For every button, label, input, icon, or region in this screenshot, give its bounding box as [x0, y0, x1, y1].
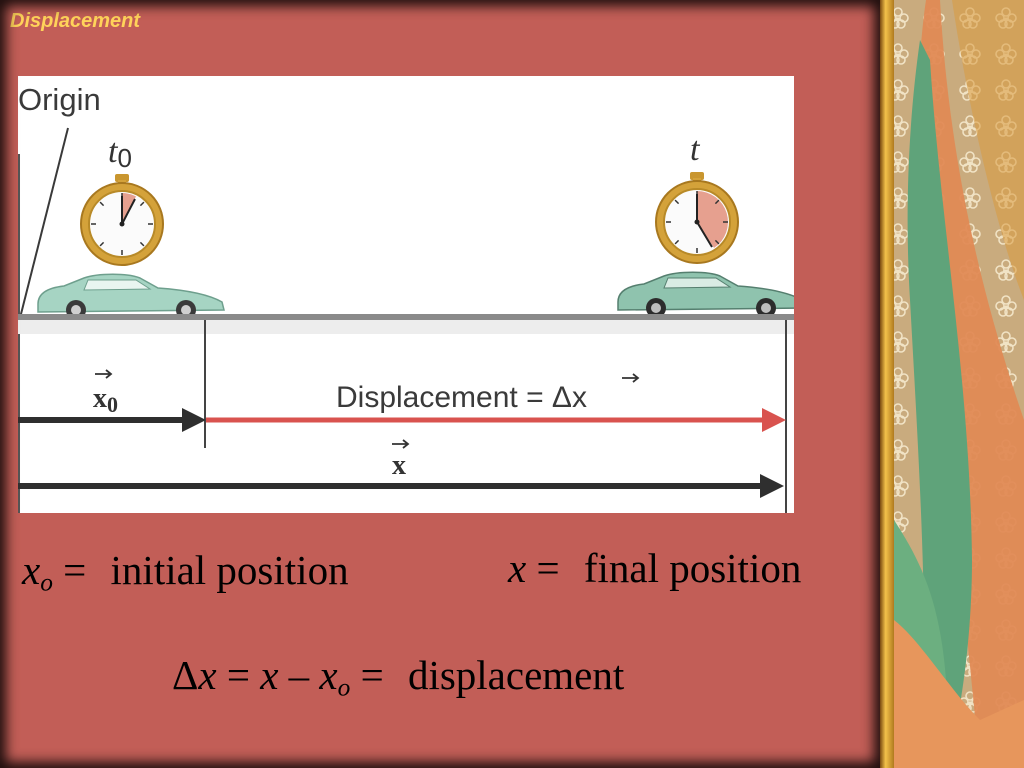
- displacement-arrowhead: [762, 408, 786, 432]
- eq-sub-o: o: [337, 673, 351, 702]
- x0-vector-arrow-icon: [95, 369, 113, 379]
- initial-position-arrowhead: [182, 408, 206, 432]
- eq-equals: =: [63, 547, 87, 593]
- origin-pointer-line: [19, 127, 69, 319]
- eq-final-text: final position: [583, 545, 802, 591]
- eq-var-x: x: [260, 652, 279, 698]
- t0-label: t0: [108, 133, 132, 173]
- equation-displacement: Δx = x – xo = displacement: [172, 651, 624, 702]
- decorative-panel: [880, 0, 1024, 768]
- eq-equals: =: [226, 652, 250, 698]
- stopwatch-start-icon: [80, 174, 164, 266]
- origin-label: Origin: [18, 82, 101, 117]
- eq-sub-o: o: [40, 568, 53, 597]
- eq-var-x: x: [508, 545, 527, 591]
- eq-equals: =: [360, 652, 384, 698]
- displacement-label: Displacement = Δx: [336, 381, 587, 414]
- eq-var-x: x: [319, 652, 338, 698]
- equation-initial-position: xo = initial position: [22, 546, 349, 597]
- stopwatch-end-icon: [655, 172, 739, 264]
- slide-title: Displacement: [10, 10, 141, 32]
- eq-displacement-text: displacement: [407, 652, 625, 698]
- t-label: t: [690, 131, 701, 168]
- x-label: x: [392, 450, 406, 481]
- displacement-figure: Origin t0 t: [18, 76, 805, 513]
- eq-equals: =: [536, 545, 560, 591]
- eq-minus: –: [288, 652, 310, 698]
- car-start-icon: [37, 273, 225, 320]
- decorative-drape-svg: [880, 0, 1024, 768]
- eq-var-x: x: [198, 652, 217, 698]
- x0-label: x0: [93, 383, 118, 417]
- x-vector-arrow-icon: [392, 439, 410, 449]
- eq-var-x: x: [22, 547, 41, 593]
- car-end-icon: [617, 271, 805, 318]
- figure-svg: Origin t0 t: [18, 82, 805, 513]
- final-position-arrowhead: [760, 474, 784, 498]
- equation-final-position: x = final position: [508, 544, 801, 592]
- eq-initial-text: initial position: [110, 547, 349, 593]
- delta-x-vector-arrow-icon: [622, 373, 640, 383]
- eq-delta: Δ: [172, 652, 199, 698]
- road: [18, 314, 794, 320]
- road-shadow: [18, 320, 794, 334]
